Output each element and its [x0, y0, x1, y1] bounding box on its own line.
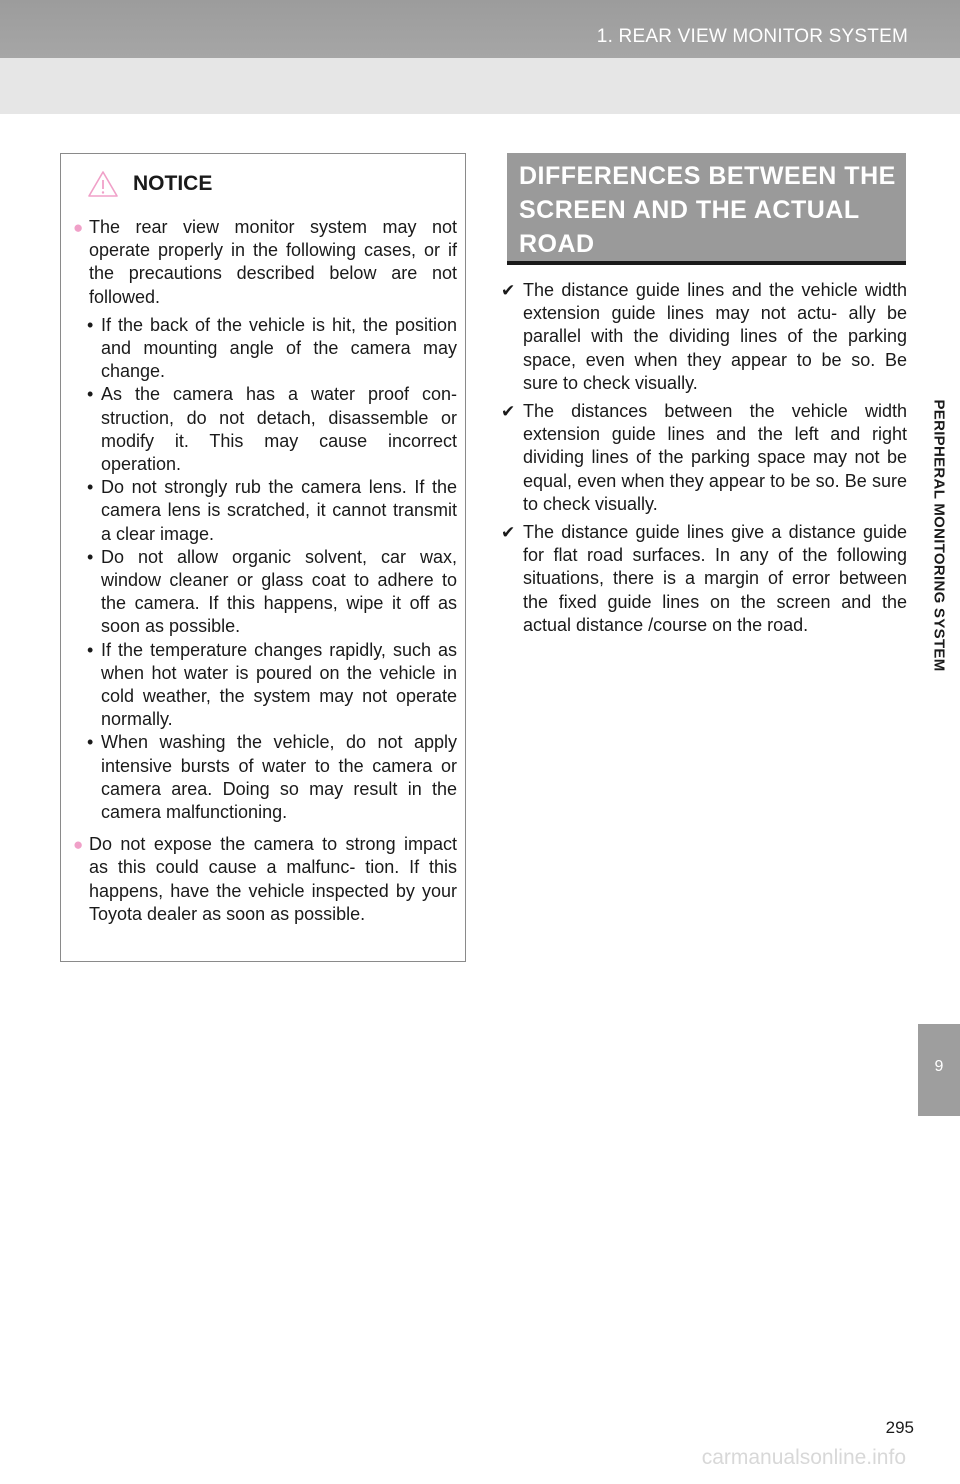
notice-subitem: •As the camera has a water proof con- st…: [87, 384, 457, 475]
section-banner: DIFFERENCES BETWEEN THE SCREEN AND THE A…: [507, 153, 906, 265]
running-header-title: 1. REAR VIEW MONITOR SYSTEM: [596, 26, 908, 47]
header-subband: [0, 58, 960, 114]
notice-subitem: •If the back of the vehicle is hit, the …: [87, 314, 457, 382]
section-body: ✔The distance guide lines and the vehicl…: [501, 279, 907, 637]
section-item: ✔The distances between the vehicle width…: [501, 401, 907, 514]
notice-item: ● Do not expose the camera to strong imp…: [73, 833, 457, 926]
check-mark-icon: ✔: [501, 281, 516, 300]
notice-subitem: •Do not strongly rub the camera lens. If…: [87, 477, 457, 544]
section-item: ✔The distance guide lines and the vehicl…: [501, 280, 907, 393]
side-tab-label: PERIPHERAL MONITORING SYSTEM: [918, 160, 960, 910]
side-tab-label-text: PERIPHERAL MONITORING SYSTEM: [930, 398, 948, 672]
notice-subitem: •Do not allow organic solvent, car wax, …: [87, 546, 457, 637]
notice-item-text: Do not expose the camera to strong impac…: [89, 834, 457, 924]
notice-title: NOTICE: [133, 172, 213, 195]
check-mark-icon: ✔: [501, 523, 516, 543]
notice-item-text: The rear view monitor system may not ope…: [89, 217, 457, 307]
bullet-dot-icon: ●: [73, 218, 84, 237]
check-mark-icon: ✔: [501, 402, 516, 422]
notice-item: ● The rear view monitor system may not o…: [73, 216, 457, 309]
side-tab-chapter-block: [918, 1024, 960, 1116]
notice-header: NOTICE: [87, 166, 212, 202]
header-band: [0, 0, 960, 58]
warning-triangle-icon: [88, 171, 118, 197]
page-number: 295: [885, 1418, 914, 1437]
notice-body: ● The rear view monitor system may not o…: [73, 216, 457, 926]
notice-subitem: •If the temperature changes rapidly, suc…: [87, 639, 457, 730]
chapter-side-tab: [918, 114, 960, 1116]
section-title: DIFFERENCES BETWEEN THE SCREEN AND THE A…: [519, 162, 896, 258]
right-column: DIFFERENCES BETWEEN THE SCREEN AND THE A…: [501, 153, 907, 642]
chapter-number: 9: [934, 1058, 944, 1075]
bullet-dot-icon: ●: [73, 835, 84, 855]
notice-subitem: •When washing the vehicle, do not apply …: [87, 732, 457, 823]
watermark: carmanualsonline.info: [701, 1446, 906, 1469]
side-tab-upper: [918, 114, 960, 1024]
notice-box: NOTICE ● The rear view monitor system ma…: [60, 153, 466, 962]
section-item: ✔The distance guide lines give a distanc…: [501, 522, 907, 635]
